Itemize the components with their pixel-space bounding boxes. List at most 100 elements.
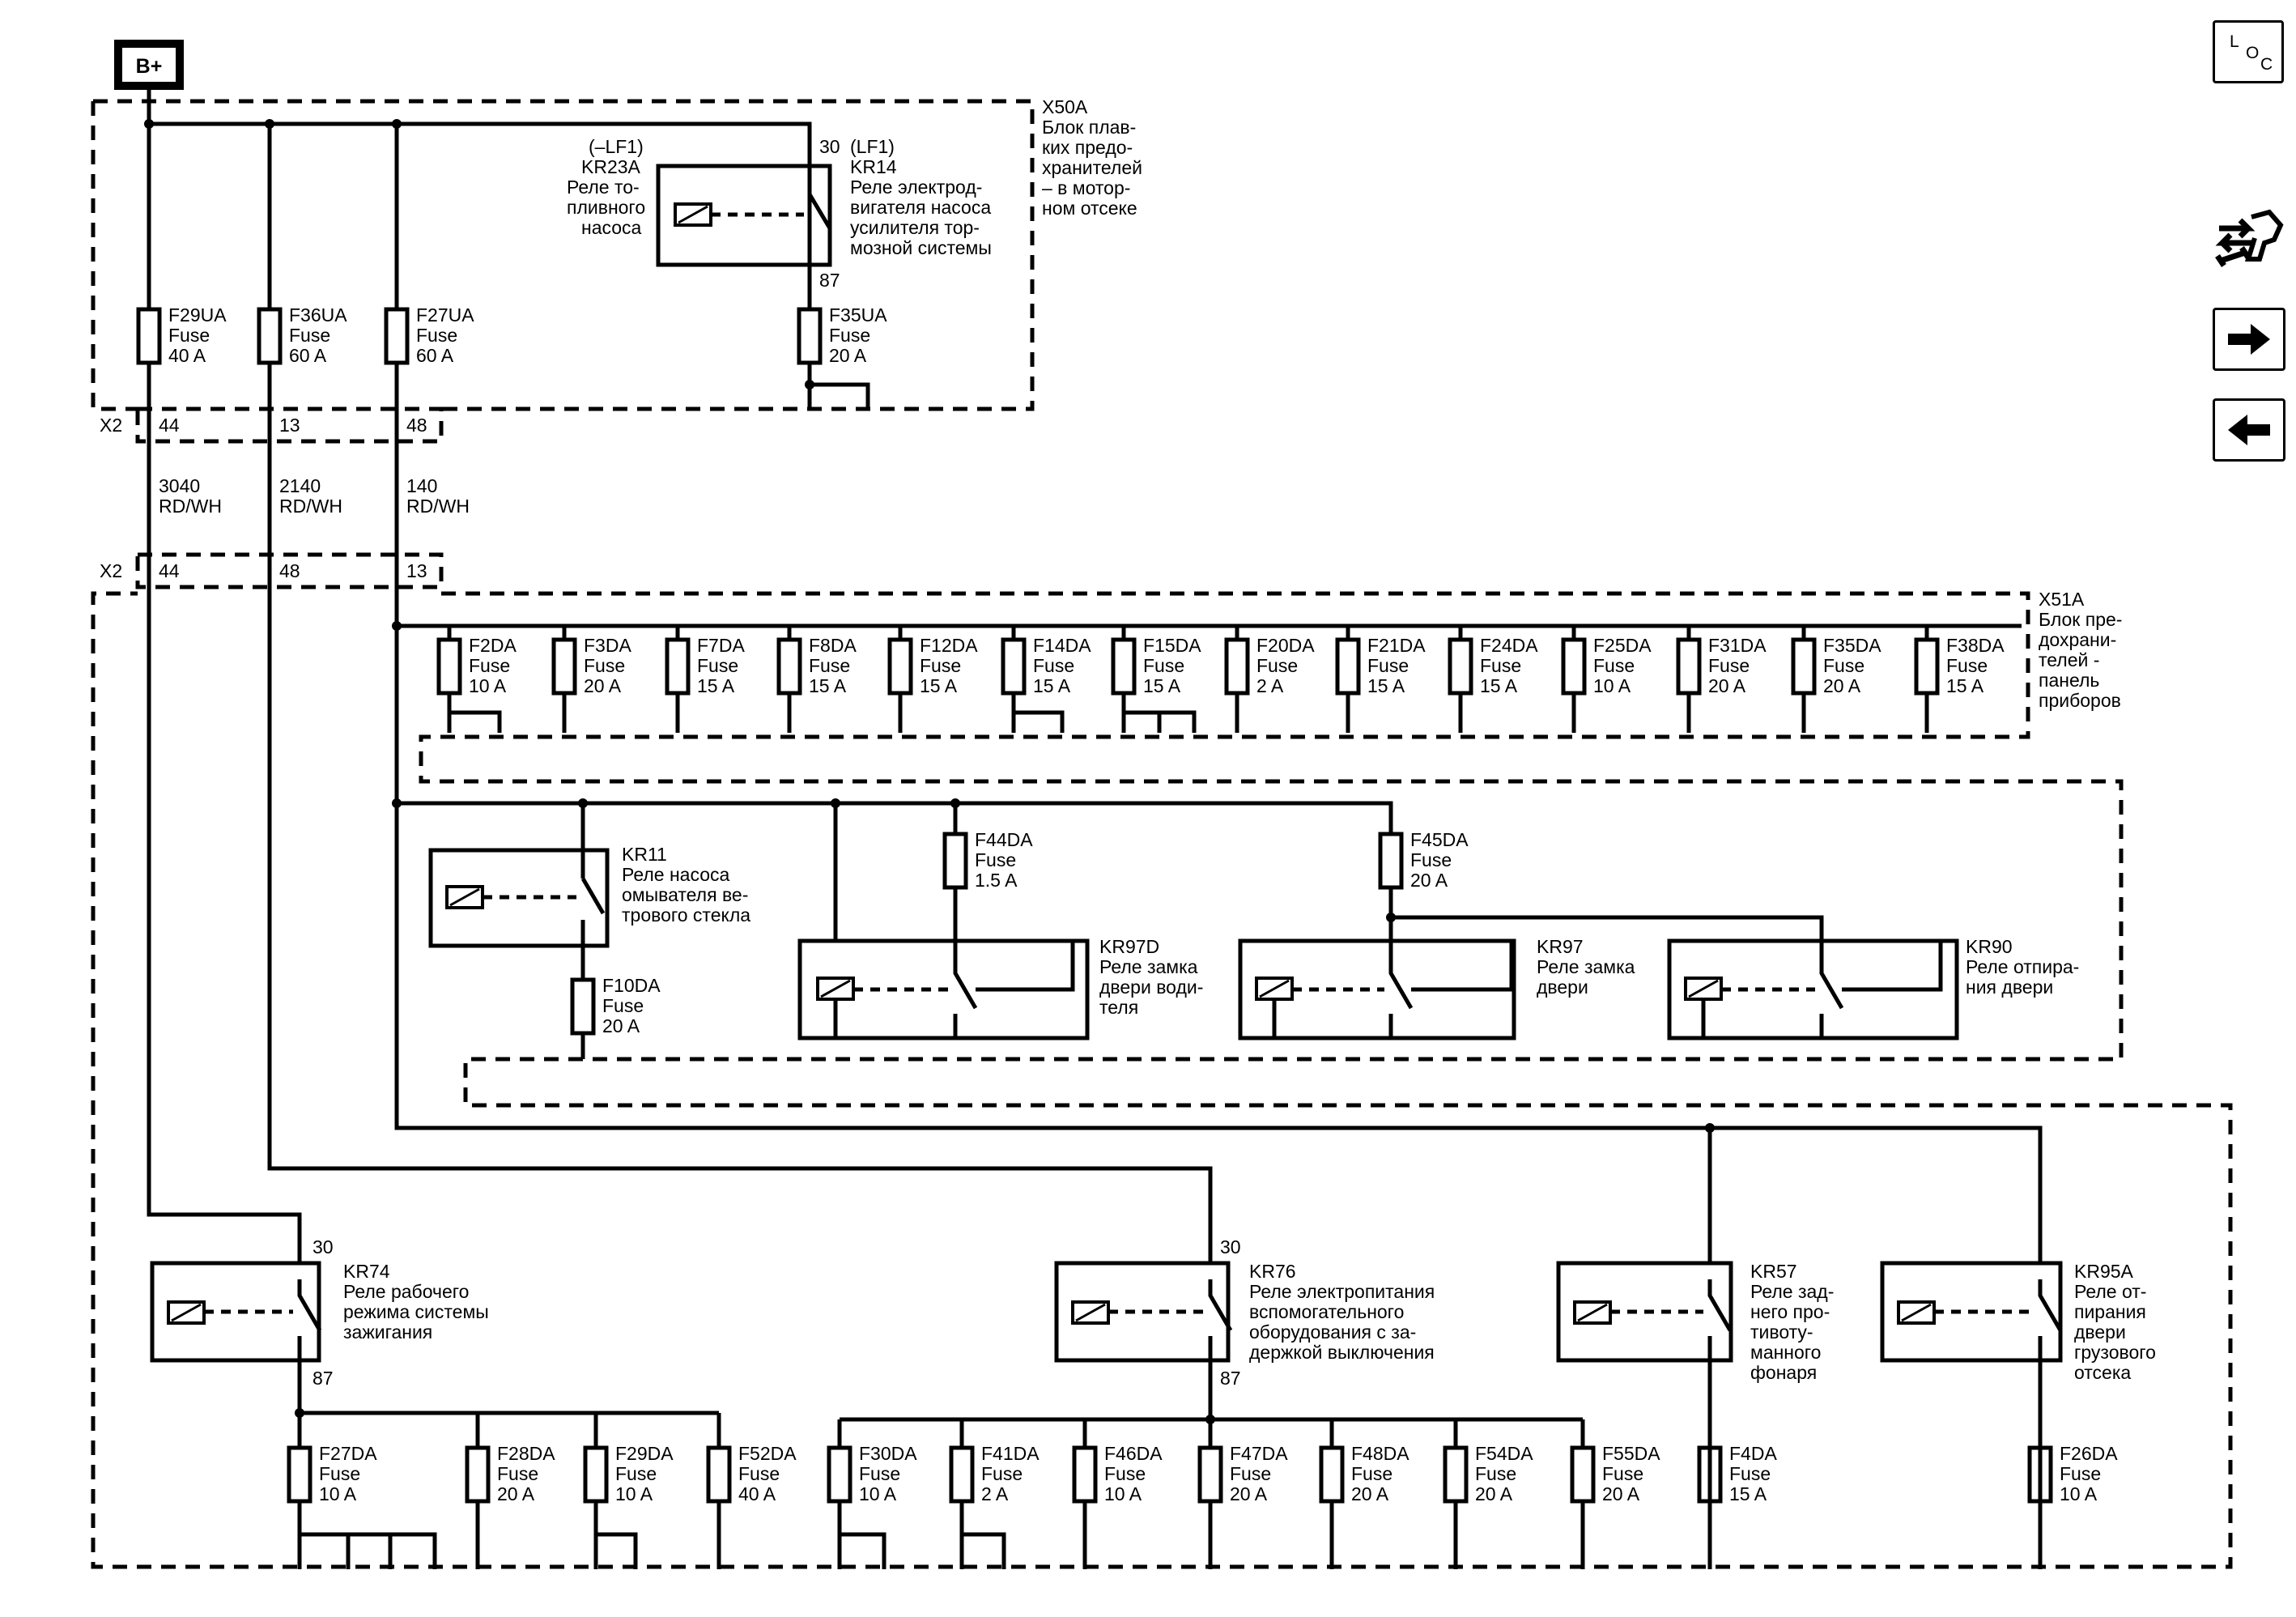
kr57-desc: фонаря [1750, 1362, 1817, 1383]
kr11-desc: Реле насоса [622, 864, 730, 885]
fuse-rating: 20 A [1230, 1483, 1268, 1504]
x2-connector-top [135, 406, 444, 444]
x2-connector-bottom [135, 552, 444, 589]
x50a-id: X50A [1042, 96, 1088, 117]
x51a-label: X51A Блок пре- дохрани- телей - панель п… [2039, 589, 2122, 711]
x2-label-top: X2 [100, 415, 122, 436]
fuse-type: Fuse [1602, 1463, 1643, 1484]
svg-text:L: L [2230, 32, 2239, 51]
kr14-variant: (LF1) [850, 136, 895, 157]
battery-label: B+ [136, 55, 163, 78]
kr97-desc: Реле замка [1537, 956, 1635, 977]
x2-pin: 44 [159, 560, 180, 581]
locator-button[interactable]: L O C [2213, 20, 2284, 83]
relay-kr57: KR57 Реле зад- него про- тивоту- манного… [1556, 1261, 1834, 1569]
kr97-id: KR97 [1537, 936, 1584, 957]
next-page-button[interactable] [2213, 308, 2285, 371]
kr57-desc: него про- [1750, 1301, 1830, 1322]
fuse-type: Fuse [1367, 655, 1409, 676]
battery-terminal: B+ [114, 40, 184, 90]
relay-kr95a: KR95A Реле от- пирания двери грузового о… [1880, 1261, 2156, 1569]
fuse-type: Fuse [1480, 655, 1521, 676]
fuse-rating: 10 A [1593, 675, 1631, 696]
fuse-type: Fuse [1946, 655, 1988, 676]
fuse-type: Fuse [1475, 1463, 1516, 1484]
fuse-rating: 10 A [859, 1483, 897, 1504]
kr23a-desc: насоса [581, 217, 642, 238]
fuse-rating: 15 A [1033, 675, 1071, 696]
x50a-desc: ких предо- [1042, 137, 1133, 158]
fuse-id: F38DA [1946, 635, 2005, 656]
kr11-desc: трового стекла [622, 904, 750, 926]
x50a-desc: – в мотор- [1042, 177, 1130, 198]
kr95a-id: KR95A [2074, 1261, 2134, 1282]
fuse-rating: 40 A [168, 345, 206, 366]
fuse-tie-lines [300, 710, 1197, 1569]
kr76-desc: держкой выключения [1249, 1342, 1435, 1363]
fuse-id: F29DA [615, 1443, 674, 1464]
relay-kr97d: KR97D Реле замка двери води- теля [797, 936, 1203, 1040]
kr57-desc: Реле зад- [1750, 1281, 1834, 1302]
x50a-desc: ном отсеке [1042, 198, 1137, 219]
fuse-type: Fuse [809, 655, 850, 676]
kr95a-desc: отсека [2074, 1362, 2131, 1383]
fuse-type: Fuse [469, 655, 510, 676]
fuse-id: F35DA [1823, 635, 1881, 656]
fuse-type: Fuse [981, 1463, 1023, 1484]
wiring-harness-button[interactable] [2213, 202, 2285, 279]
fuse-type: Fuse [738, 1463, 780, 1484]
fuse-id: F30DA [859, 1443, 917, 1464]
kr97d-id: KR97D [1099, 936, 1159, 957]
fuse-rating: 15 A [1143, 675, 1181, 696]
kr14-pin-30: 30 [819, 136, 840, 157]
fuse-type: Fuse [1410, 849, 1452, 870]
fuse-id: F47DA [1230, 1443, 1288, 1464]
fuse-id: F45DA [1410, 829, 1469, 850]
kr74-desc: зажигания [343, 1321, 432, 1343]
x50a-desc: хранителей [1042, 157, 1142, 178]
kr14-id: KR14 [850, 156, 897, 177]
fuse-type: Fuse [1729, 1463, 1771, 1484]
fuse-type: Fuse [829, 325, 870, 346]
svg-text:2140: 2140 [279, 475, 321, 496]
kr14-desc: мозной системы [850, 237, 992, 258]
fuse-id: F2DA [469, 635, 517, 656]
fuse-id: F21DA [1367, 635, 1426, 656]
fuse-id: F26DA [2060, 1443, 2118, 1464]
fuse-type: Fuse [697, 655, 738, 676]
x2-pin: 48 [406, 415, 427, 436]
x50a-desc: Блок плав- [1042, 117, 1136, 138]
fuse-id: F52DA [738, 1443, 797, 1464]
fuse-id: F54DA [1475, 1443, 1533, 1464]
kr74-id: KR74 [343, 1261, 390, 1282]
x50a-block-border [91, 99, 1035, 411]
fuse-type: Fuse [1104, 1463, 1146, 1484]
fuse-rating: 40 A [738, 1483, 776, 1504]
x50a-label: X50A Блок плав- ких предо- хранителей – … [1042, 96, 1142, 219]
kr14-desc: вигателя насоса [850, 197, 991, 218]
fuse-id: F55DA [1602, 1443, 1660, 1464]
kr90-desc: ния двери [1966, 977, 2053, 998]
fuse-type: Fuse [497, 1463, 538, 1484]
kr14-desc: Реле электрод- [850, 177, 982, 198]
fuse-rating: 20 A [584, 675, 622, 696]
kr76-pin-30: 30 [1220, 1236, 1241, 1257]
previous-page-button[interactable] [2213, 398, 2285, 462]
